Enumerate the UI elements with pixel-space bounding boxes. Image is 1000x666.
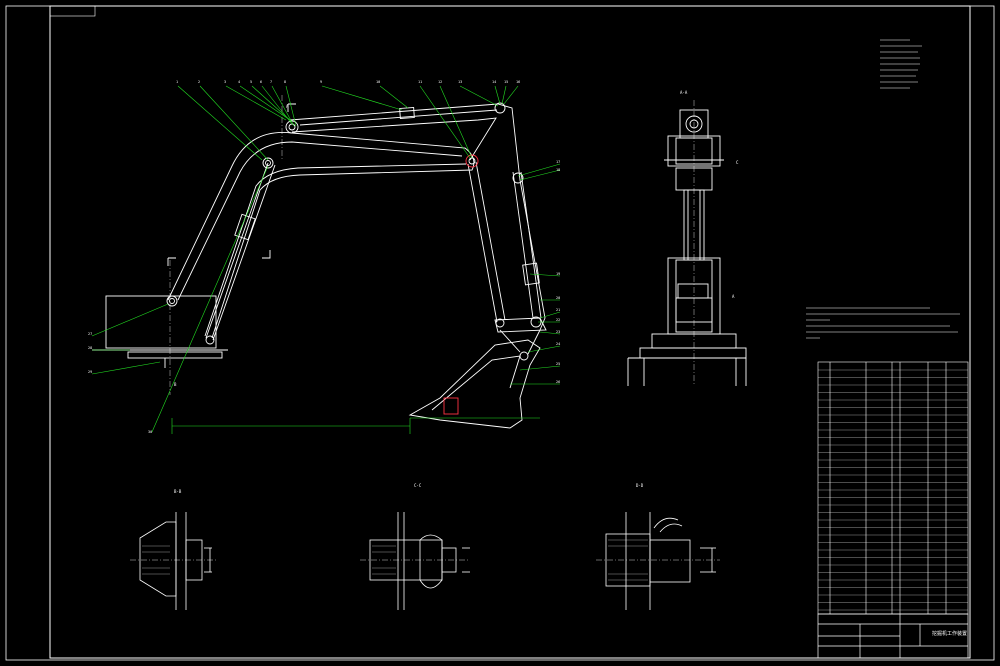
balloon-number: 12 — [438, 80, 443, 84]
balloon-number: 6 — [260, 80, 263, 84]
sheet-border — [5, 5, 995, 661]
section-mark-a-2: A — [732, 294, 735, 299]
balloon-number: 14 — [492, 80, 497, 84]
balloon-number: 3 — [224, 80, 227, 84]
main-elevation-view — [92, 95, 547, 434]
boom-cylinder — [205, 162, 276, 341]
bucket — [408, 339, 541, 429]
balloon-number: 22 — [556, 318, 561, 322]
balloon-number: 8 — [284, 80, 287, 84]
boom-outline — [167, 131, 475, 339]
section-mark-b: B — [174, 382, 177, 387]
balloon-number: 17 — [556, 160, 561, 164]
side-view-a-a — [627, 100, 747, 386]
balloon-number: 1 — [176, 80, 179, 84]
balloon-number: 28 — [88, 346, 93, 350]
balloon-number: 27 — [88, 332, 93, 336]
stick — [289, 103, 546, 331]
balloon-number: 5 — [250, 80, 253, 84]
balloon-number: 4 — [238, 80, 241, 84]
balloon-number: 19 — [556, 272, 561, 276]
balloon-number: 20 — [556, 296, 561, 300]
balloon-number: 25 — [556, 362, 561, 366]
balloon-number: 26 — [556, 380, 561, 384]
section-mark-c: C — [736, 160, 739, 165]
balloon-number: 13 — [458, 80, 463, 84]
balloon-number: 24 — [556, 342, 561, 346]
section-detail-c-c — [360, 512, 470, 610]
balloon-number: 16 — [516, 80, 521, 84]
parts-list-rows — [818, 369, 968, 611]
section-label-c-c: C-C — [414, 483, 422, 488]
parts-list-table — [817, 361, 969, 615]
balloon-number: 30 — [148, 430, 153, 434]
section-mark-a-1: A — [286, 104, 289, 109]
balloon-number: 2 — [198, 80, 201, 84]
balloon-leaders — [91, 85, 561, 433]
balloon-number: 11 — [418, 80, 423, 84]
balloon-number: 29 — [88, 370, 93, 374]
balloon-number: 9 — [320, 80, 323, 84]
balloon-number: 7 — [270, 80, 273, 84]
section-label-a-a: A-A — [680, 90, 688, 95]
base-platform — [105, 295, 217, 349]
balloon-number: 23 — [556, 330, 561, 334]
section-detail-b-b — [130, 512, 216, 610]
section-label-d-d: D-D — [636, 483, 644, 488]
pivot-pins — [166, 102, 542, 361]
section-detail-d-d — [596, 512, 720, 610]
section-label-b-b: B-B — [174, 489, 182, 494]
title-block — [817, 613, 969, 659]
bucket-cylinder — [512, 171, 542, 319]
technical-notes — [806, 39, 960, 339]
title-block-name: 挖掘机工作装置 — [932, 631, 968, 637]
balloon-number: 18 — [556, 168, 561, 172]
balloon-number: 15 — [504, 80, 509, 84]
balloon-number: 10 — [376, 80, 381, 84]
balloon-number: 21 — [556, 308, 561, 312]
digging-dimension — [171, 417, 540, 434]
